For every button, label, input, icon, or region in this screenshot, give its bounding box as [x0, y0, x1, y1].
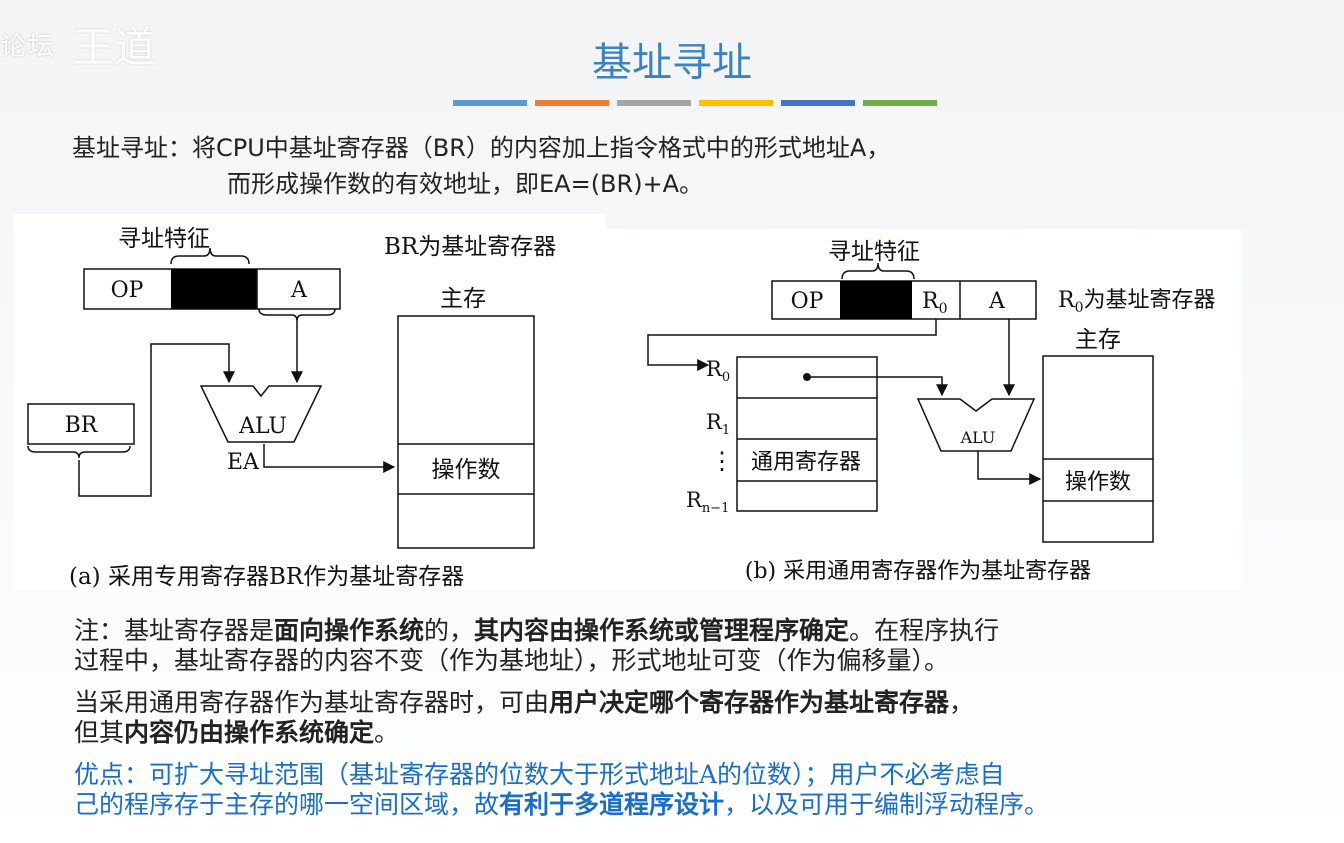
- advantage-line-1: 优点：可扩大寻址范围（基址寄存器的位数大于形式地址A的位数）；用户不必考虑自: [74, 760, 1005, 789]
- reg-dots: ⋮: [710, 447, 734, 475]
- memory-a: [397, 315, 535, 549]
- general-register-file: [736, 356, 878, 512]
- definition-line-1: 基址寻址：将CPU中基址寄存器（BR）的内容加上指令格式中的形式地址A，: [72, 134, 891, 162]
- br-note: BR为基址寄存器: [384, 234, 556, 260]
- br-brace: [27, 445, 131, 459]
- alu-to-memory-arrow: [977, 451, 1042, 485]
- memory-label-a: 主存: [440, 286, 486, 312]
- page-title: 基址寻址: [592, 40, 752, 86]
- br-label: BR: [65, 413, 99, 438]
- definition: 基址寻址：将CPU中基址寄存器（BR）的内容加上指令格式中的形式地址A， 而形成…: [72, 130, 890, 202]
- accent-bars: [453, 100, 937, 106]
- br-to-alu-arrow: [78, 343, 235, 497]
- caption-a: (a) 采用专用寄存器BR作为基址寄存器: [69, 564, 464, 590]
- diagram-a: 寻址特征 BR为基址寄存器 OP A ALU BR EA 主存 操作数 (a) …: [27, 226, 556, 590]
- a-brace: [258, 308, 336, 322]
- alu-a: [199, 385, 323, 443]
- notes: 注：基址寄存器是面向操作系统的，其内容由操作系统或管理程序确定。在程序执行 过程…: [74, 616, 1334, 820]
- a-label-b: A: [988, 289, 1006, 314]
- accent-bar: [699, 100, 773, 106]
- general-regs-label: 通用寄存器: [751, 450, 861, 475]
- alu-b: [916, 398, 1036, 452]
- accent-bar: [863, 100, 937, 106]
- note-line-2: 过程中，基址寄存器的内容不变（作为基地址），形式地址可变（作为偏移量）。: [74, 646, 950, 675]
- definition-line-2: 而形成操作数的有效地址，即EA=(BR)+A。: [227, 170, 704, 198]
- a-label-a: A: [290, 278, 308, 303]
- reg-r1-label: R1: [706, 410, 730, 438]
- ea-to-memory-arrow: [263, 444, 396, 473]
- diagram-b-panel: 寻址特征 OP R0 A R0为基址寄存器 主存 R0 R1 ⋮ Rn−1 通用…: [606, 229, 1242, 590]
- diagram-b: 寻址特征 OP R0 A R0为基址寄存器 主存 R0 R1 ⋮ Rn−1 通用…: [647, 239, 1216, 584]
- feature-brace-a: [170, 247, 250, 265]
- accent-bar: [453, 100, 527, 106]
- watermark-logo: 王道: [72, 23, 157, 72]
- watermark-text: 论坛: [0, 32, 57, 62]
- alu-label-a: ALU: [238, 414, 287, 439]
- accent-bar: [535, 100, 609, 106]
- reg-rn-label: Rn−1: [686, 488, 729, 516]
- feature-brace-b: [841, 262, 915, 280]
- feature-label-a: 寻址特征: [118, 226, 210, 252]
- feature-field-a: [171, 269, 257, 309]
- r0-note: R0为基址寄存器: [1058, 288, 1216, 316]
- note-line-4: 但其内容仍由操作系统确定。: [74, 718, 400, 747]
- op-label-b: OP: [791, 289, 824, 314]
- note-line-1: 注：基址寄存器是面向操作系统的，其内容由操作系统或管理程序确定。在程序执行: [74, 616, 1000, 645]
- memory-label-b: 主存: [1075, 327, 1121, 353]
- accent-bar: [781, 100, 855, 106]
- operand-a: 操作数: [432, 457, 501, 483]
- feature-label-b: 寻址特征: [828, 239, 920, 265]
- r0-field-label: R0: [922, 289, 948, 317]
- operand-b: 操作数: [1065, 470, 1131, 495]
- diagram-a-panel: 寻址特征 BR为基址寄存器 OP A ALU BR EA 主存 操作数 (a) …: [14, 214, 606, 590]
- note-line-3: 当采用通用寄存器作为基址寄存器时，可由用户决定哪个寄存器作为基址寄存器，: [74, 688, 975, 717]
- ea-label: EA: [227, 450, 260, 475]
- feature-field-b: [840, 281, 912, 319]
- r0-to-alu-arrow: [807, 376, 948, 397]
- memory-b: [1042, 355, 1154, 543]
- br-register: [27, 403, 135, 445]
- reg-r0-label: R0: [706, 357, 730, 385]
- alu-label-b: ALU: [960, 428, 996, 447]
- op-label-a: OP: [111, 278, 144, 303]
- caption-b: (b) 采用通用寄存器作为基址寄存器: [745, 559, 1091, 584]
- accent-bar: [617, 100, 691, 106]
- advantage-line-2: 己的程序存于主存的哪一空间区域，故有利于多道程序设计，以及可用于编制浮动程序。: [74, 790, 1050, 819]
- r0-field-to-register-arrow: [647, 319, 937, 371]
